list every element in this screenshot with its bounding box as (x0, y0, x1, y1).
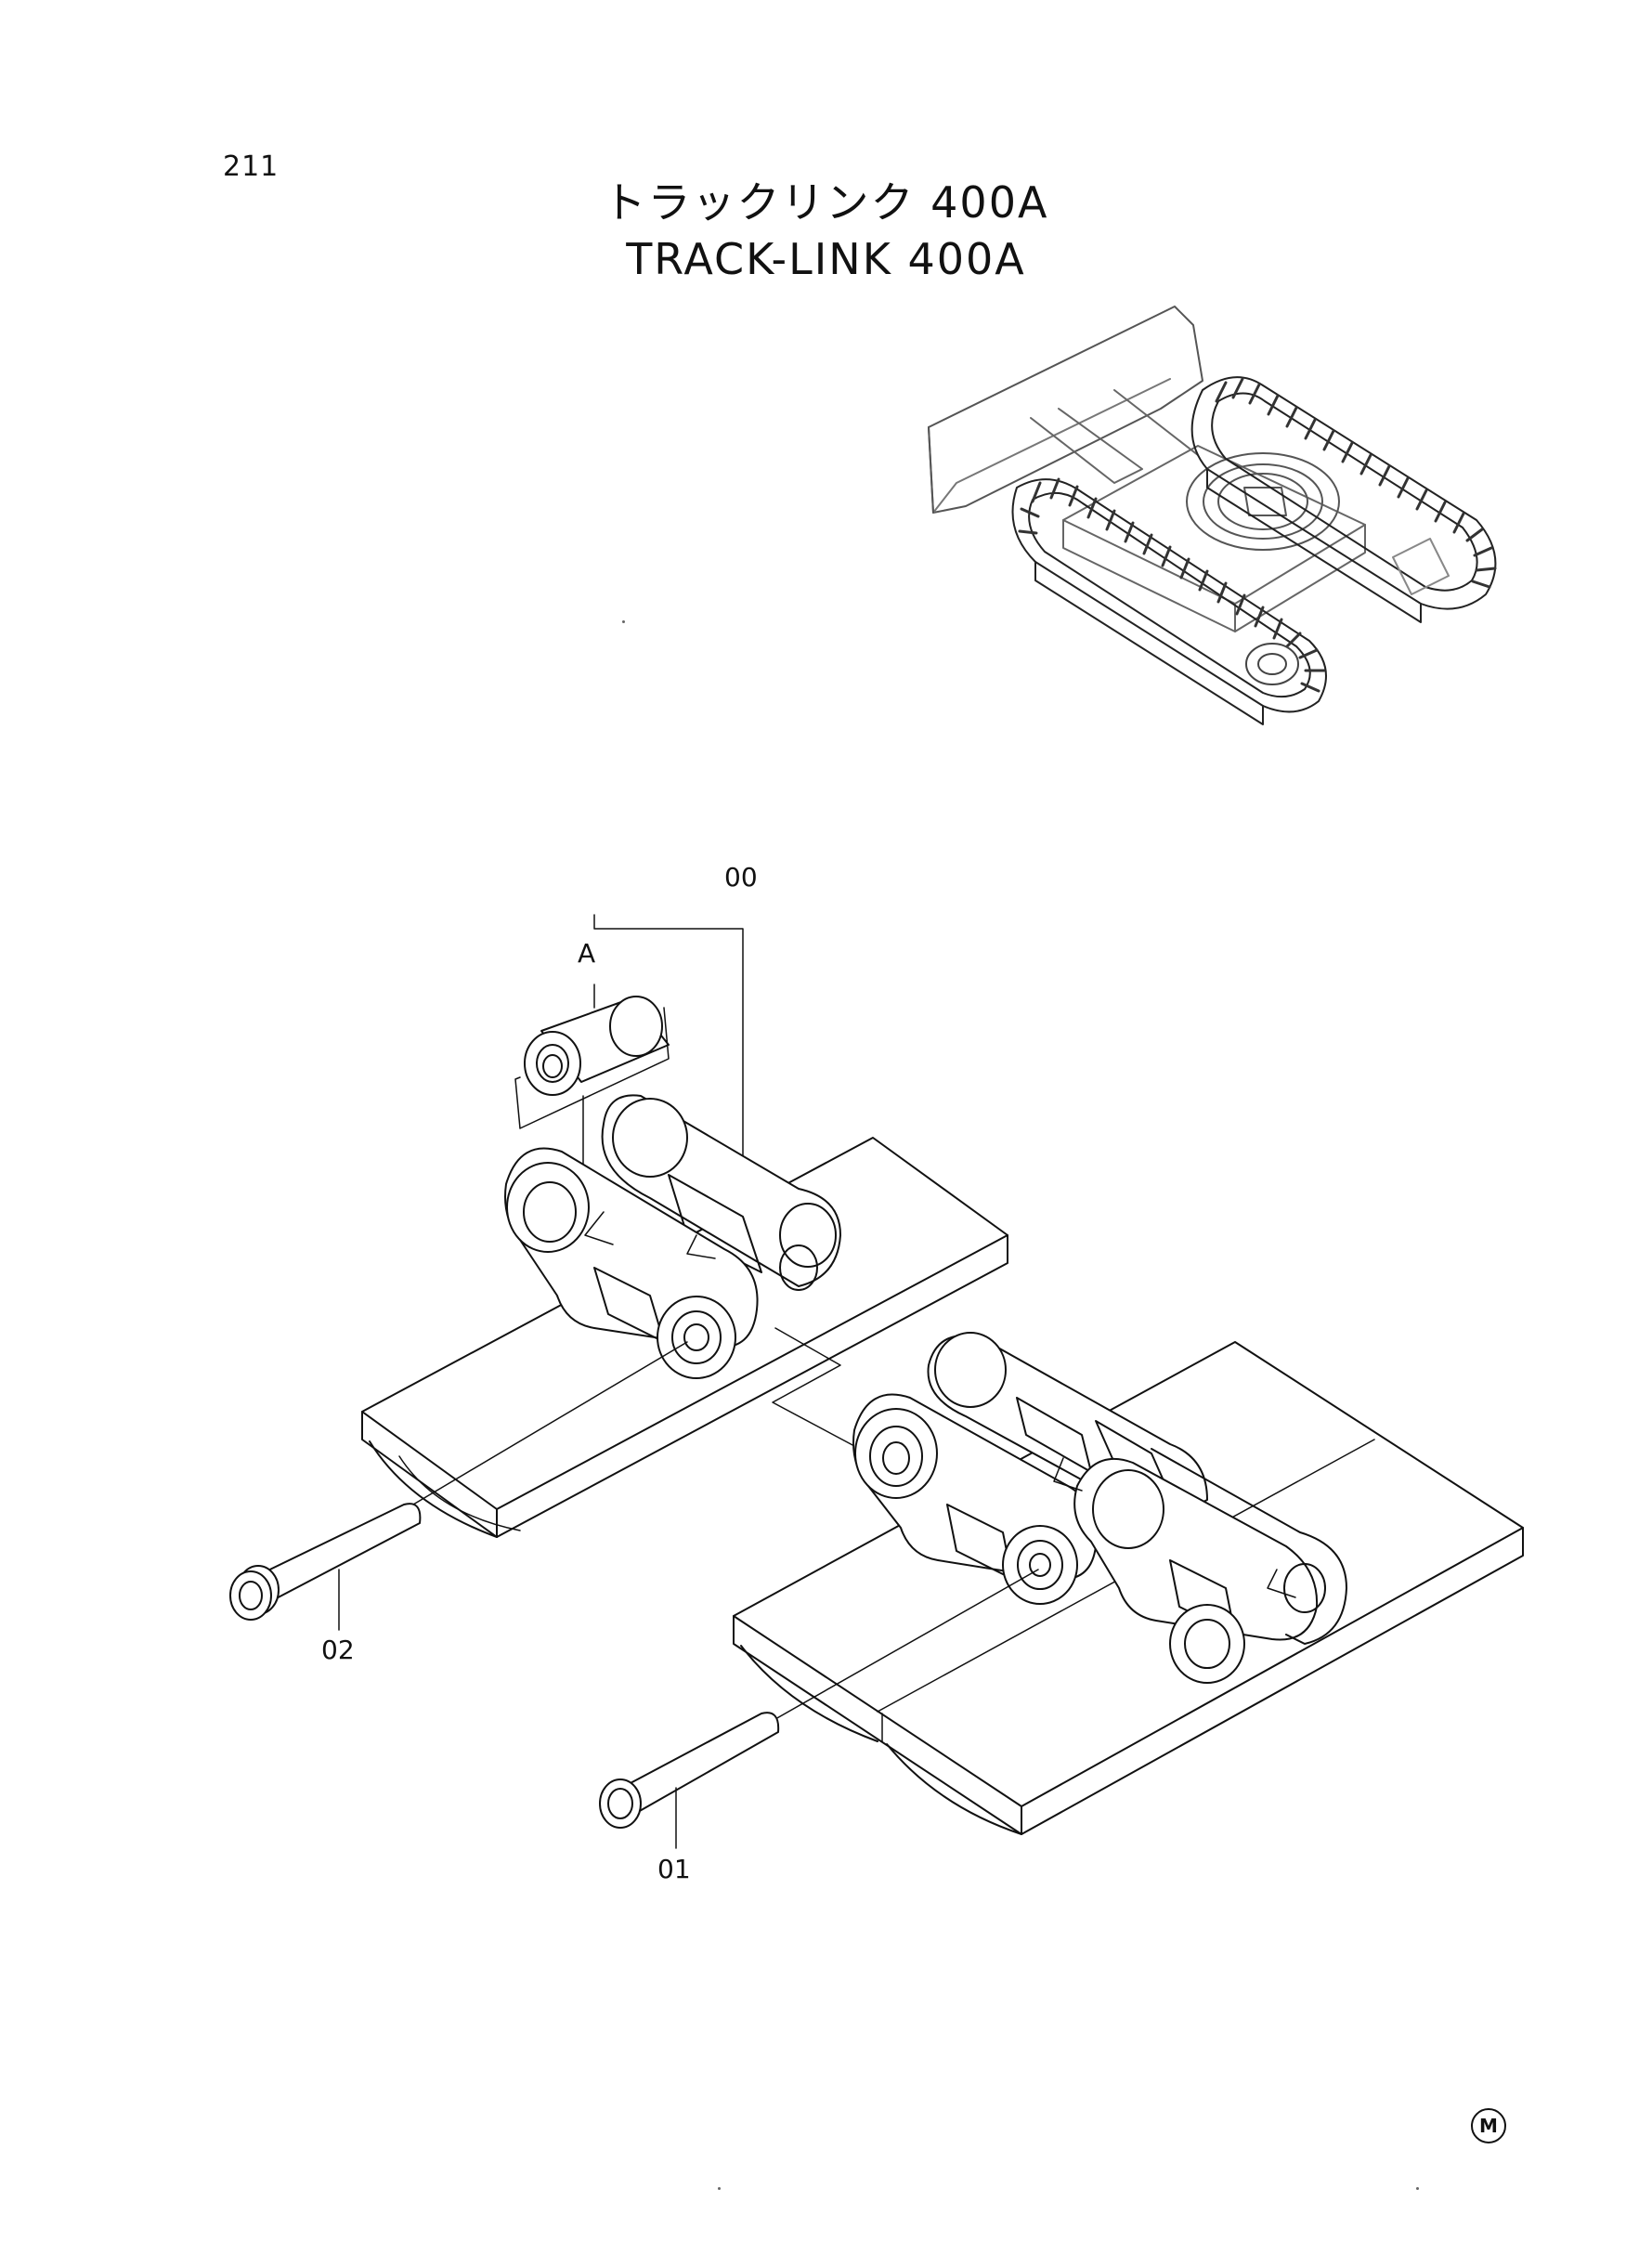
callout-00: 00 (724, 862, 758, 892)
callout-02: 02 (321, 1635, 355, 1665)
scan-speck (1416, 2187, 1419, 2190)
page-number: 211 (223, 150, 280, 183)
track-link-assembly-icon (229, 914, 1524, 1849)
scan-speck (718, 2187, 721, 2190)
bushing-icon (524, 996, 670, 1096)
title-japanese: トラックリンク 400A (603, 177, 1049, 228)
manufacturer-mark: M (1471, 2108, 1506, 2143)
lower-link-chain (852, 1332, 1347, 1684)
title-english: TRACK-LINK 400A (626, 234, 1026, 284)
pin-02-icon (229, 1341, 688, 1631)
callout-01: 01 (657, 1854, 691, 1884)
scan-speck (622, 620, 625, 623)
pin-01-icon (599, 1569, 1039, 1849)
title-block: トラックリンク 400A TRACK-LINK 400A (0, 175, 1652, 288)
upper-link-pair (504, 1094, 841, 1379)
excavator-undercarriage-icon (928, 306, 1497, 725)
callout-a: A (578, 938, 596, 969)
